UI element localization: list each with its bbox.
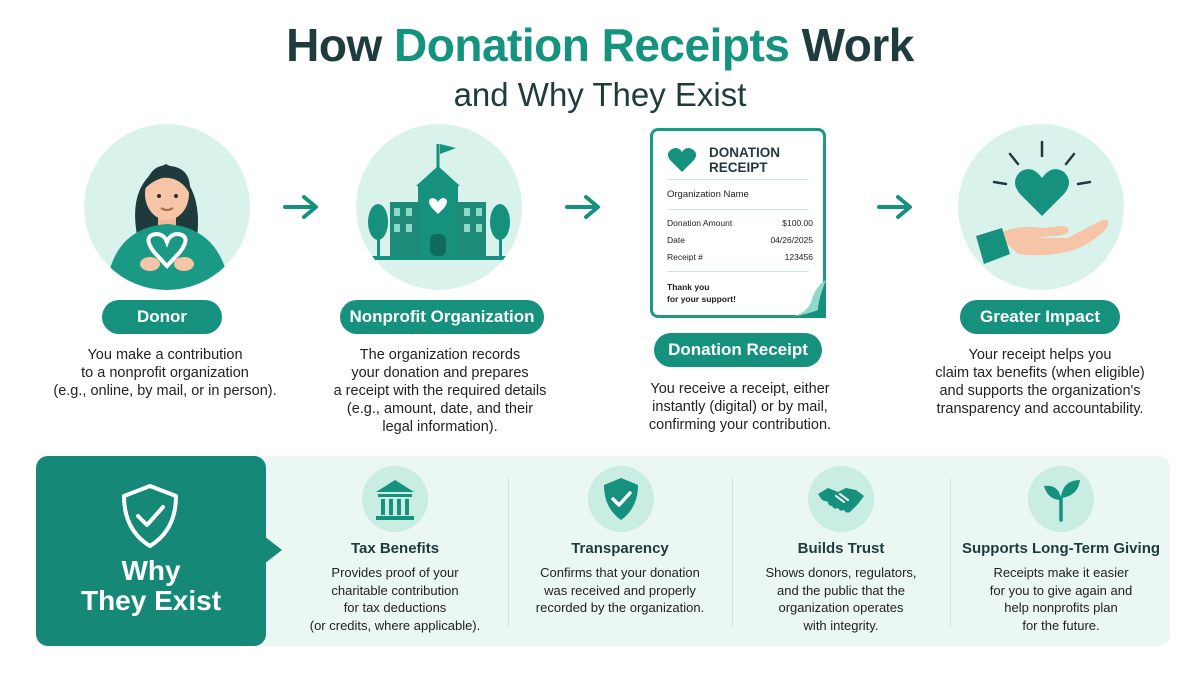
page-title: How Donation Receipts Work <box>0 18 1200 72</box>
donor-illustration <box>84 124 250 290</box>
shield-check-icon <box>588 466 654 532</box>
arrow-right-icon <box>283 195 318 219</box>
title-part-2: Work <box>789 19 915 71</box>
column-divider <box>508 478 509 628</box>
receipt-org-name: Organization Name <box>667 189 749 200</box>
receipt-row-value: $100.00 <box>782 218 813 228</box>
sprout-icon <box>1028 466 1094 532</box>
receipt-row-label: Receipt # <box>667 252 703 262</box>
page-curl-icon <box>788 280 826 318</box>
why-they-exist-title: Why They Exist <box>80 555 222 616</box>
receipt-row-value: 123456 <box>784 252 813 262</box>
handshake-icon <box>808 466 874 532</box>
why-pointer <box>264 536 282 564</box>
heart-icon <box>667 148 697 172</box>
step-description-impact: Your receipt helps you claim tax benefit… <box>935 347 1145 417</box>
impact-illustration <box>958 124 1124 290</box>
bank-icon <box>362 466 428 532</box>
receipt-divider <box>667 179 809 180</box>
arrow-right-icon <box>877 195 912 219</box>
step-label-nonprofit: Nonprofit Organization <box>340 300 544 334</box>
step-label-donor: Donor <box>102 300 222 334</box>
nonprofit-illustration <box>356 124 522 290</box>
receipt-document: DONATION RECEIPT Organization Name Donat… <box>650 128 826 318</box>
shield-check-icon <box>122 484 178 548</box>
step-description-receipt: You receive a receipt, either instantly … <box>648 381 832 433</box>
reason-description-transparency: Confirms that your donation was received… <box>535 565 705 615</box>
reason-description-long-term: Receipts make it easier for you to give … <box>989 565 1133 633</box>
receipt-row-value: 04/26/2025 <box>770 235 813 245</box>
step-label-impact: Greater Impact <box>960 300 1120 334</box>
reason-title-trust: Builds Trust <box>797 540 885 557</box>
receipt-heading: DONATION RECEIPT <box>709 145 780 175</box>
receipt-row-label: Date <box>667 235 685 245</box>
column-divider <box>950 478 951 628</box>
reason-title-tax: Tax Benefits <box>350 540 440 557</box>
reason-description-trust: Shows donors, regulators, and the public… <box>765 565 917 633</box>
receipt-thanks: Thank you for your support! <box>667 282 736 304</box>
receipt-divider <box>667 271 809 272</box>
reason-description-tax: Provides proof of your charitable contri… <box>309 565 481 633</box>
column-divider <box>732 478 733 628</box>
title-accent: Donation Receipts <box>394 19 790 71</box>
arrow-right-icon <box>565 195 600 219</box>
receipt-divider <box>667 209 809 210</box>
reason-title-transparency: Transparency <box>571 540 669 557</box>
step-label-receipt: Donation Receipt <box>654 333 822 367</box>
step-description-nonprofit: The organization records your donation a… <box>333 347 547 435</box>
title-part-1: How <box>286 19 395 71</box>
reason-title-long-term: Supports Long-Term Giving <box>961 540 1161 557</box>
receipt-row-label: Donation Amount <box>667 218 733 228</box>
step-description-donor: You make a contribution to a nonprofit o… <box>53 347 277 399</box>
page-subtitle: and Why They Exist <box>453 76 747 113</box>
